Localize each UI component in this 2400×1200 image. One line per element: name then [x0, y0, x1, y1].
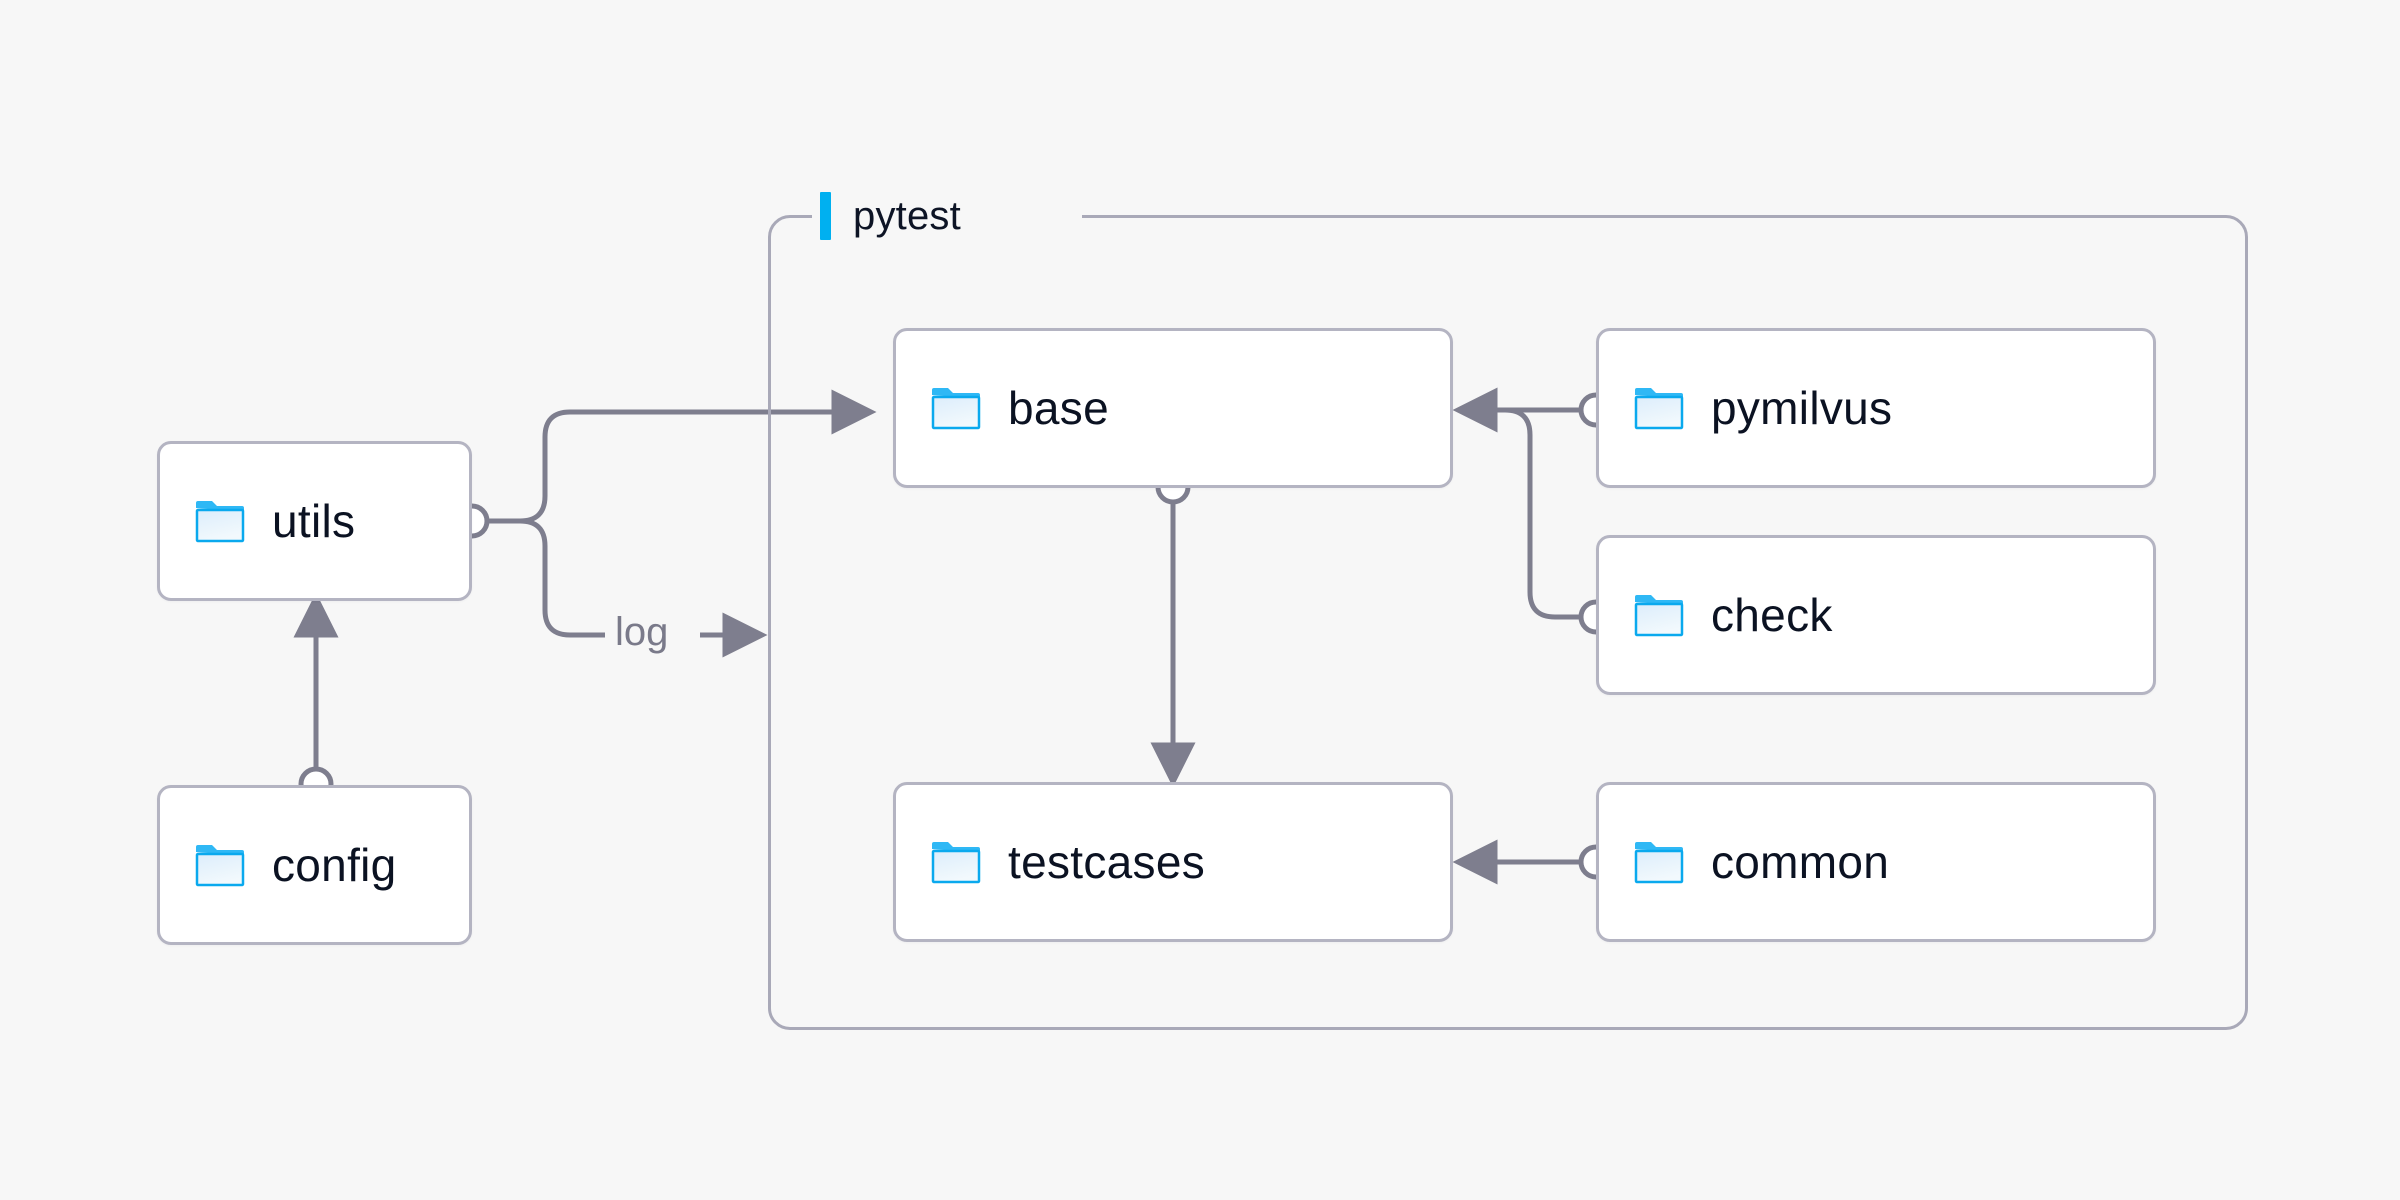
- accent-bar-icon: [820, 192, 831, 240]
- folder-icon: [930, 386, 982, 430]
- node-utils[interactable]: utils: [157, 441, 472, 601]
- node-base[interactable]: base: [893, 328, 1453, 488]
- edge-label-log: log: [605, 610, 679, 654]
- node-label: check: [1711, 589, 1833, 641]
- node-label: common: [1711, 836, 1890, 888]
- node-label: base: [1008, 382, 1109, 434]
- node-config[interactable]: config: [157, 785, 472, 945]
- folder-icon: [1633, 386, 1685, 430]
- node-label: testcases: [1008, 836, 1206, 888]
- folder-icon: [194, 499, 246, 543]
- folder-icon: [194, 843, 246, 887]
- node-pymilvus[interactable]: pymilvus: [1596, 328, 2156, 488]
- group-title-block: pytest: [820, 190, 973, 242]
- edge-config-utils: [293, 592, 339, 802]
- node-testcases[interactable]: testcases: [893, 782, 1453, 942]
- node-label: pymilvus: [1711, 382, 1893, 434]
- node-common[interactable]: common: [1596, 782, 2156, 942]
- group-title: pytest: [849, 196, 973, 236]
- group-container-pytest: [768, 215, 2248, 1030]
- folder-icon: [930, 840, 982, 884]
- node-check[interactable]: check: [1596, 535, 2156, 695]
- node-label: config: [272, 839, 397, 891]
- folder-icon: [1633, 840, 1685, 884]
- node-label: utils: [272, 495, 356, 547]
- edge-label-log-text: log: [615, 610, 669, 654]
- folder-icon: [1633, 593, 1685, 637]
